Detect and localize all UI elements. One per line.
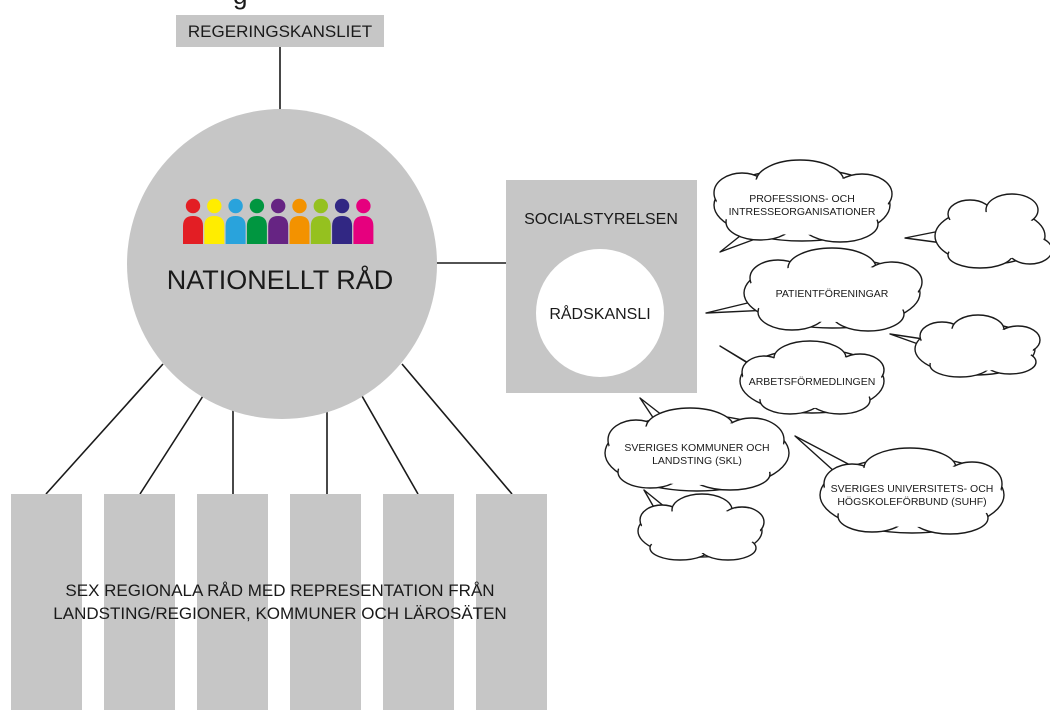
person-figure-icon [353,198,374,244]
regional-councils: SEX REGIONALA RÅD MED REPRESENTATION FRÅ… [11,494,547,710]
regional-council-5 [383,494,454,710]
person-figure-icon [268,198,289,244]
person-figure-icon [183,198,203,244]
secretariat-circle [536,249,664,377]
connector-lines [45,47,513,495]
agency-title: SOCIALSTYRELSEN [524,211,678,228]
people-icon-row [183,198,374,244]
person-figure-icon [289,198,310,244]
government-label: REGERINGSKANSLIET [188,22,372,41]
cloud-labels: PROFESSIONS- OCH INTRESSEORGANISATIONER … [624,193,993,508]
cloud-label-suhf-1: SVERIGES UNIVERSITETS- OCH [831,483,994,495]
cloud-empty-bottom [637,489,765,561]
cloud-label-professional-2: INTRESSEORGANISATIONER [729,206,876,218]
national-council-label: NATIONELLT RÅD [167,264,394,295]
cloud-label-suhf-2: HÖGSKOLEFÖRBUND (SUHF) [837,496,986,508]
regional-council-2 [104,494,175,710]
cloud-patient-associations [705,247,923,332]
secretariat-label: RÅDSKANSLI [549,304,650,323]
connector-regional-5 [361,395,419,495]
stakeholder-clouds [604,159,1050,561]
connector-regional-6 [401,363,513,495]
regional-council-4 [290,494,361,710]
cloud-professional-organisations [713,159,893,253]
cropped-heading-fragment: g [233,0,247,10]
connector-regional-1 [45,363,164,495]
regional-council-1 [11,494,82,710]
cloud-label-skl-2: LANDSTING (SKL) [652,455,742,467]
person-figure-icon [204,198,225,244]
regional-caption-line1: SEX REGIONALA RÅD MED REPRESENTATION FRÅ… [65,581,494,600]
agency-box: SOCIALSTYRELSEN RÅDSKANSLI [506,180,697,393]
national-council: NATIONELLT RÅD [127,109,437,419]
cloud-label-skl-1: SVERIGES KOMMUNER OCH [624,442,769,454]
cloud-empty-right-top [904,193,1050,269]
regional-council-6 [476,494,547,710]
cloud-label-professional-1: PROFESSIONS- OCH [749,193,855,205]
regional-council-3 [197,494,268,710]
cloud-skl [604,397,790,492]
person-figure-icon [246,198,267,244]
cloud-suhf [794,435,1005,535]
cloud-label-patient: PATIENTFÖRENINGAR [776,288,889,300]
cloud-label-employment: ARBETSFÖRMEDLINGEN [749,376,876,388]
regional-caption-line2: LANDSTING/REGIONER, KOMMUNER OCH LÄROSÄT… [53,604,506,623]
person-figure-icon [310,198,331,244]
person-figure-icon [332,198,353,244]
government-box: REGERINGSKANSLIET [176,15,384,47]
connector-regional-2 [139,395,204,495]
cloud-empty-right-middle [889,314,1041,378]
person-figure-icon [225,198,246,244]
cloud-employment-service [719,340,885,415]
